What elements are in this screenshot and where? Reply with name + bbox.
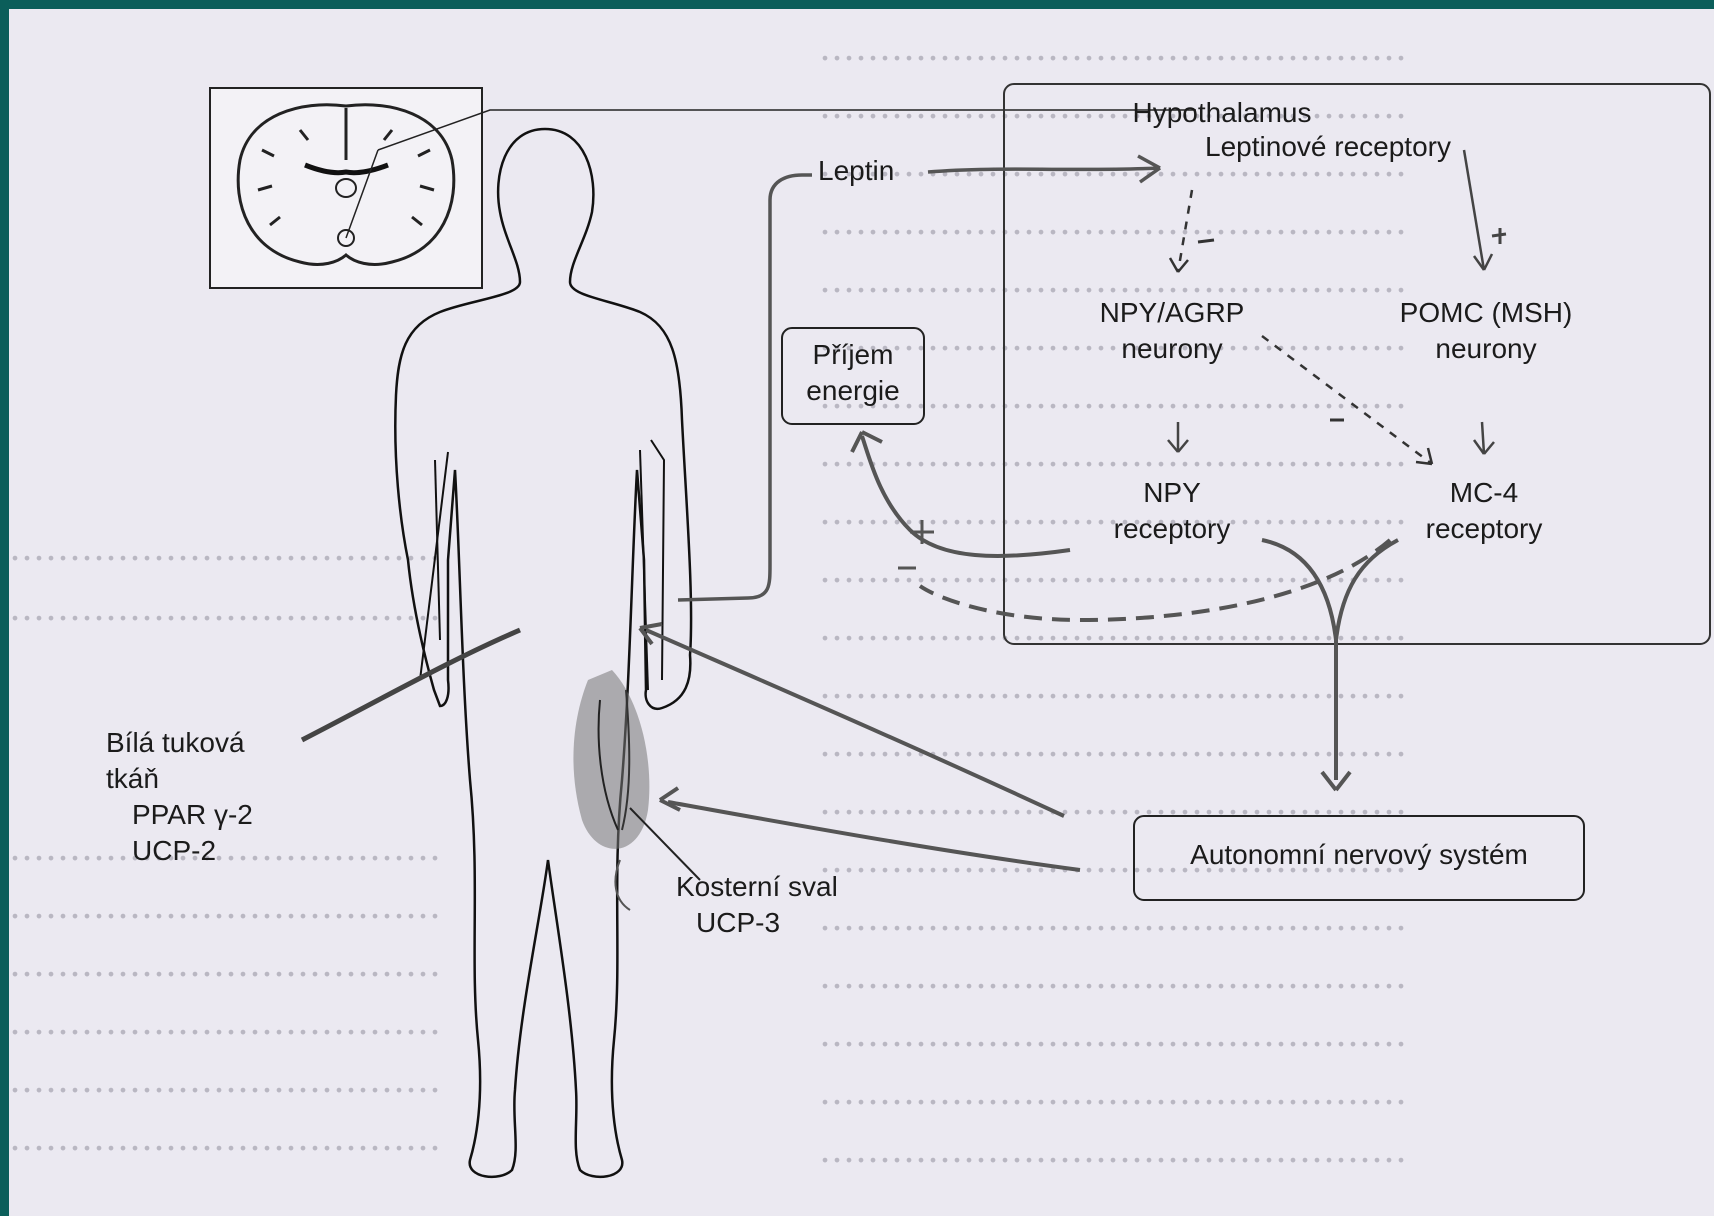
svg-text:..............................: .................................... <box>10 998 442 1043</box>
minus-mark-1 <box>1198 240 1214 242</box>
npy-agrp-label: NPY/AGRP <box>1100 297 1245 328</box>
svg-text:..............................: .................................... <box>10 584 442 629</box>
svg-text:..............................: ........................................… <box>820 256 1408 301</box>
ucp3-label: UCP-3 <box>696 907 780 938</box>
hypothalamus-label: Hypothalamus <box>1133 97 1312 128</box>
svg-text:..............................: ........................................… <box>820 1010 1408 1055</box>
svg-text:..............................: ........................................… <box>820 24 1408 69</box>
svg-text:..............................: ........................................… <box>820 662 1408 707</box>
svg-text:..............................: ........................................… <box>820 1126 1408 1171</box>
pomc-neurons-label: neurony <box>1435 333 1536 364</box>
energy-intake-label-1: Příjem <box>813 339 894 370</box>
svg-text:..............................: ........................................… <box>820 604 1408 649</box>
mc4-receptors-label: receptory <box>1426 513 1543 544</box>
svg-text:..............................: .................................... <box>10 524 442 569</box>
svg-text:..............................: .................................... <box>10 824 442 869</box>
skeletal-muscle-label: Kosterní sval <box>676 871 838 902</box>
ucp2-label: UCP-2 <box>132 835 216 866</box>
thigh-muscle-shading <box>573 670 649 910</box>
npy-receptors-label: receptory <box>1114 513 1231 544</box>
svg-text:..............................: .................................... <box>10 1114 442 1159</box>
muscle-pointer <box>630 808 700 880</box>
leptin-receptors-label: Leptinové receptory <box>1205 131 1451 162</box>
svg-text:..............................: ........................................… <box>820 720 1408 765</box>
svg-text:..............................: ........................................… <box>820 430 1408 475</box>
svg-text:..............................: ........................................… <box>820 1068 1408 1113</box>
svg-text:..............................: ........................................… <box>820 198 1408 243</box>
energy-intake-label-2: energie <box>806 375 899 406</box>
svg-text:..............................: ........................................… <box>820 952 1408 997</box>
svg-text:..............................: .................................... <box>10 940 442 985</box>
hypothalamus-to-pomc-arrow <box>1464 150 1484 270</box>
mc4-label: MC-4 <box>1450 477 1518 508</box>
white-fat-label-1: Bílá tuková <box>106 727 245 758</box>
leptin-path-arrow <box>678 175 812 600</box>
fat-tissue-pointer <box>302 630 520 740</box>
diagram-page: ........................................… <box>9 9 1714 1216</box>
ppar-label: PPAR γ-2 <box>132 799 253 830</box>
pomc-label: POMC (MSH) <box>1400 297 1573 328</box>
npy-receptor-label: NPY <box>1143 477 1201 508</box>
svg-text:..............................: ........................................… <box>820 82 1408 127</box>
leptin-label: Leptin <box>818 155 894 186</box>
leptin-diagram: ........................................… <box>9 9 1714 1216</box>
svg-text:..............................: .................................... <box>10 882 442 927</box>
white-fat-label-2: tkáň <box>106 763 159 794</box>
svg-text:..............................: .................................... <box>10 1056 442 1101</box>
npy-agrp-neurons-label: neurony <box>1121 333 1222 364</box>
ans-label: Autonomní nervový systém <box>1190 839 1528 870</box>
plus-mark-1 <box>1492 228 1506 244</box>
